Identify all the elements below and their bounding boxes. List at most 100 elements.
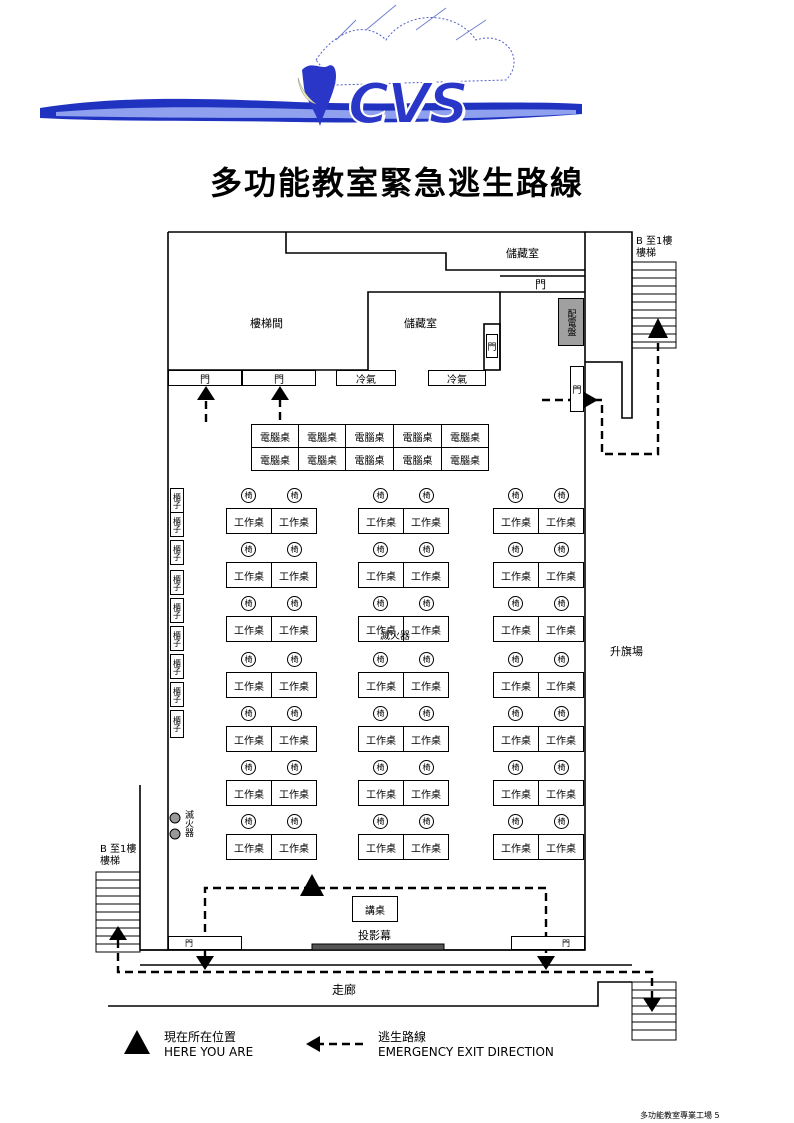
chair: 椅 <box>419 652 434 667</box>
chair: 椅 <box>241 596 256 611</box>
side-room-door: 門 <box>486 334 498 358</box>
chair: 椅 <box>419 542 434 557</box>
work-table: 工作桌 <box>403 834 449 860</box>
label-storage-room-2: 儲藏室 <box>404 317 437 330</box>
top-door-1: 門 <box>168 370 242 386</box>
chair: 椅 <box>508 760 523 775</box>
work-table: 工作桌 <box>358 672 404 698</box>
aircon-1: 冷氣 <box>336 370 396 386</box>
label-corridor: 走廊 <box>332 983 357 997</box>
work-table: 工作桌 <box>358 780 404 806</box>
work-table: 工作桌 <box>538 834 584 860</box>
work-table: 工作桌 <box>538 508 584 534</box>
chair: 椅 <box>508 596 523 611</box>
chair: 椅 <box>554 542 569 557</box>
chair: 椅 <box>241 706 256 721</box>
chair: 椅 <box>241 760 256 775</box>
work-table: 工作桌 <box>271 726 317 752</box>
computer-desk: 電腦桌 <box>441 447 489 471</box>
cabinet: 櫃子 <box>170 570 184 595</box>
chair: 椅 <box>287 706 302 721</box>
chair: 椅 <box>373 814 388 829</box>
chair: 椅 <box>508 652 523 667</box>
chair: 椅 <box>241 488 256 503</box>
computer-desk: 電腦桌 <box>345 424 394 448</box>
logo-text: CVS <box>347 71 470 138</box>
chair: 椅 <box>373 542 388 557</box>
computer-desk: 電腦桌 <box>345 447 394 471</box>
chair: 椅 <box>241 542 256 557</box>
work-table: 工作桌 <box>538 726 584 752</box>
chair: 椅 <box>554 706 569 721</box>
chair: 椅 <box>373 652 388 667</box>
teacher-desk: 講桌 <box>352 896 398 922</box>
work-table: 工作桌 <box>358 562 404 588</box>
work-table: 工作桌 <box>226 780 272 806</box>
chair: 椅 <box>508 488 523 503</box>
chair: 椅 <box>287 760 302 775</box>
aircon-2: 冷氣 <box>428 370 486 386</box>
work-table: 工作桌 <box>403 672 449 698</box>
cabinet: 櫃子 <box>170 512 184 537</box>
work-table: 工作桌 <box>358 834 404 860</box>
work-table: 工作桌 <box>358 726 404 752</box>
work-table: 工作桌 <box>226 616 272 642</box>
chair: 椅 <box>373 596 388 611</box>
work-table: 工作桌 <box>403 726 449 752</box>
work-table: 工作桌 <box>538 616 584 642</box>
chair: 椅 <box>241 814 256 829</box>
computer-desk: 電腦桌 <box>393 447 442 471</box>
work-table: 工作桌 <box>226 726 272 752</box>
chair: 椅 <box>287 814 302 829</box>
chair: 椅 <box>373 488 388 503</box>
chair: 椅 <box>287 488 302 503</box>
work-table: 工作桌 <box>493 780 539 806</box>
work-table: 工作桌 <box>271 508 317 534</box>
work-table: 工作桌 <box>226 672 272 698</box>
work-table: 工作桌 <box>358 508 404 534</box>
chair: 椅 <box>241 652 256 667</box>
legend-exit-cn: 逃生路線 <box>378 1030 427 1044</box>
work-table: 工作桌 <box>493 726 539 752</box>
computer-desk: 電腦桌 <box>393 424 442 448</box>
right-door: 門 <box>570 366 584 412</box>
legend-here-cn: 現在所在位置 <box>164 1030 237 1044</box>
chair: 椅 <box>554 652 569 667</box>
cabinet: 櫃子 <box>170 654 184 679</box>
work-table: 工作桌 <box>403 508 449 534</box>
work-table: 工作桌 <box>271 834 317 860</box>
chair: 椅 <box>287 652 302 667</box>
label-storage-room: 儲藏室 <box>506 247 539 260</box>
logo-graphic <box>40 4 582 126</box>
work-table: 工作桌 <box>226 508 272 534</box>
work-table: 工作桌 <box>538 672 584 698</box>
cabinet: 櫃子 <box>170 682 184 707</box>
work-table: 工作桌 <box>493 672 539 698</box>
chair: 椅 <box>287 596 302 611</box>
label-plaza: 升旗場 <box>610 645 643 658</box>
chair: 椅 <box>554 760 569 775</box>
legend-here-en: HERE YOU ARE <box>164 1045 254 1059</box>
chair: 椅 <box>373 760 388 775</box>
electric-panel: 配電盤 <box>558 298 584 346</box>
computer-desk: 電腦桌 <box>298 447 346 471</box>
chair: 椅 <box>419 814 434 829</box>
chair: 椅 <box>419 760 434 775</box>
label-stairwell-room: 樓梯間 <box>250 317 283 330</box>
computer-desk: 電腦桌 <box>298 424 346 448</box>
label-stairs-right: B 至1樓 樓梯 <box>636 236 673 259</box>
top-door-2: 門 <box>242 370 316 386</box>
work-table: 工作桌 <box>493 616 539 642</box>
work-table: 工作桌 <box>271 780 317 806</box>
computer-desk: 電腦桌 <box>251 447 299 471</box>
work-table: 工作桌 <box>493 508 539 534</box>
logo: CVS <box>36 0 596 140</box>
work-table: 工作桌 <box>226 562 272 588</box>
projector-screen-label: 投影幕 <box>358 929 391 942</box>
work-table: 工作桌 <box>271 672 317 698</box>
cabinet: 櫃子 <box>170 710 184 738</box>
cabinet: 櫃子 <box>170 540 184 565</box>
label-stairs-left: B 至1樓 樓梯 <box>100 844 137 867</box>
computer-desk: 電腦桌 <box>251 424 299 448</box>
